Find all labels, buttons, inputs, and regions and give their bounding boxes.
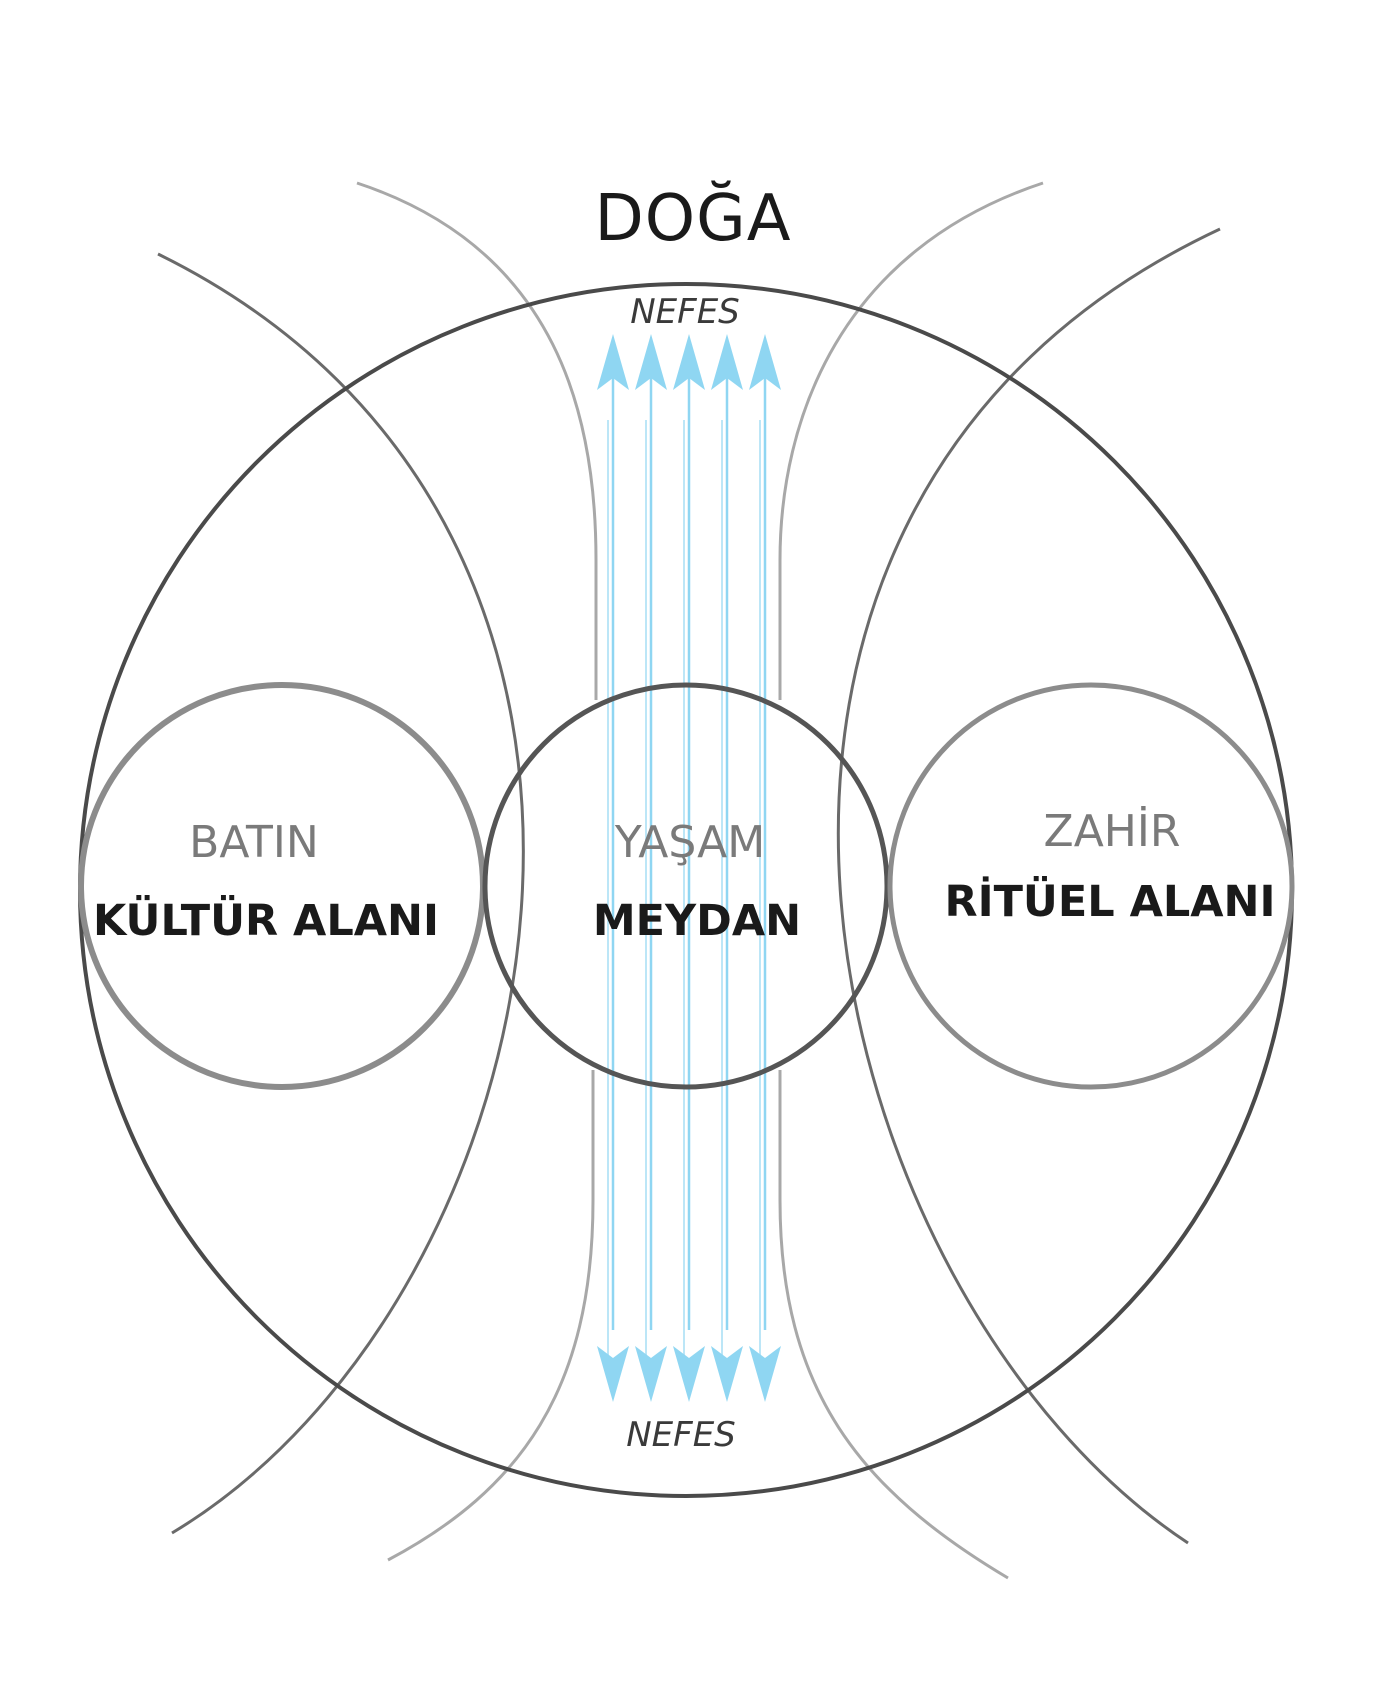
zone-circle-zahir bbox=[887, 682, 1295, 1090]
nefes-arrowhead-down bbox=[673, 1346, 705, 1402]
nefes-arrowhead-up bbox=[597, 334, 629, 390]
zone-subtitle-right: ZAHİR bbox=[1044, 805, 1181, 857]
zone-circle-batin bbox=[78, 682, 486, 1090]
nefes-arrows bbox=[597, 334, 781, 1402]
zone-label-right: RİTÜEL ALANI bbox=[944, 876, 1275, 927]
field-line-right-inner bbox=[778, 181, 1044, 1580]
zone-label-center: MEYDAN bbox=[593, 896, 801, 946]
nefes-arrowhead-up bbox=[635, 334, 667, 390]
flow-label-bottom: NEFES bbox=[626, 1415, 736, 1455]
nefes-arrowhead-down bbox=[635, 1346, 667, 1402]
nefes-arrowhead-up bbox=[711, 334, 743, 390]
field-line-left-outer bbox=[157, 252, 525, 1535]
nefes-arrowhead-down bbox=[711, 1346, 743, 1402]
nefes-arrowhead-down bbox=[597, 1346, 629, 1402]
nefes-arrowhead-up bbox=[749, 334, 781, 390]
nefes-arrowhead-down bbox=[749, 1346, 781, 1402]
field-line-right-outer bbox=[836, 227, 1221, 1545]
flow-label-top: NEFES bbox=[630, 292, 740, 332]
nefes-arrowhead-up bbox=[673, 334, 705, 390]
zone-subtitle-center: YAŞAM bbox=[614, 817, 765, 868]
zone-circle-yasam bbox=[482, 682, 890, 1090]
field-line-left-inner bbox=[356, 181, 598, 1562]
zone-label-left: KÜLTÜR ALANI bbox=[93, 895, 439, 946]
diagram-title: DOĞA bbox=[594, 180, 791, 256]
zone-subtitle-left: BATIN bbox=[189, 817, 319, 868]
